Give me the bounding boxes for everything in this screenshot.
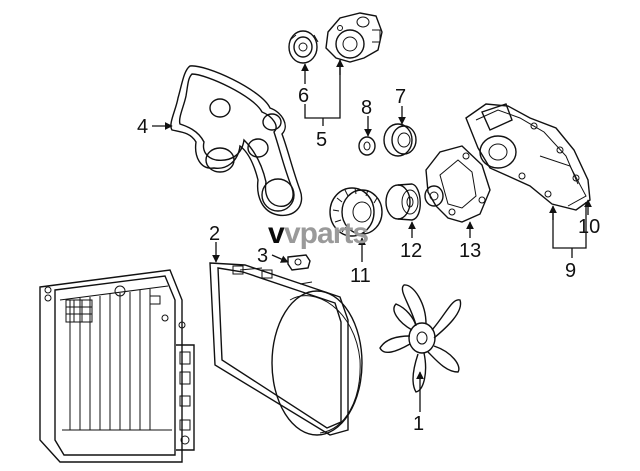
radiator	[39, 269, 195, 463]
callout-4: 4	[137, 116, 148, 138]
callout-7: 7	[395, 86, 406, 108]
callout-8: 8	[361, 97, 372, 119]
callout-12: 12	[400, 240, 422, 262]
callout-11: 11	[350, 265, 371, 287]
callout-10: 10	[578, 216, 600, 238]
watermark-logo: v vparts	[268, 217, 369, 250]
idler-pulley	[288, 30, 319, 64]
callout-1: 1	[413, 413, 424, 435]
callout-13: 13	[459, 240, 481, 262]
callout-9: 9	[565, 260, 576, 282]
fan-bracket	[424, 145, 491, 223]
bearing	[383, 123, 417, 157]
leader-lines	[152, 59, 592, 412]
seal-washer	[358, 136, 376, 156]
watermark-prefix: v	[268, 217, 285, 250]
fan-clutch	[329, 187, 383, 237]
callout-3: 3	[257, 245, 268, 267]
watermark-brand: vparts	[284, 217, 368, 250]
callout-6: 6	[298, 85, 309, 107]
callout-2: 2	[209, 223, 220, 245]
cooling-fan	[379, 284, 462, 393]
callout-5: 5	[316, 129, 327, 151]
fan-pulley	[385, 183, 421, 221]
water-pump	[465, 103, 591, 211]
belt-tensioner	[325, 12, 383, 63]
clip-part-3	[287, 254, 311, 271]
fan-shroud	[209, 262, 363, 436]
serpentine-belt	[170, 65, 303, 217]
